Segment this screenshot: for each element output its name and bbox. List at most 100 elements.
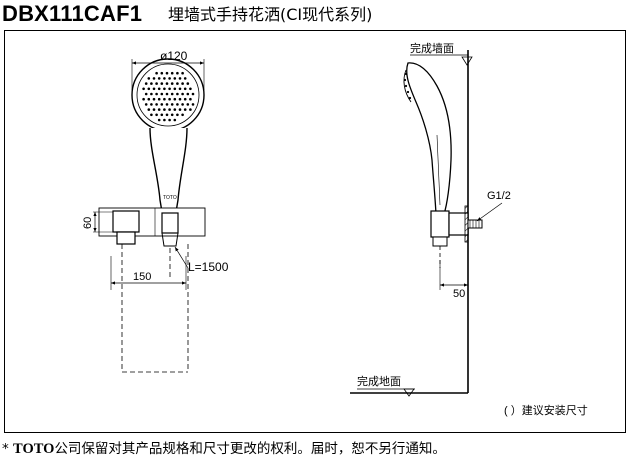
nozzle-dot bbox=[168, 97, 171, 101]
nozzle-dot bbox=[152, 108, 156, 111]
nozzle-dot bbox=[155, 82, 158, 85]
nozzle-dot bbox=[168, 108, 171, 111]
nozzle-dot bbox=[142, 97, 145, 101]
nozzle-dot bbox=[178, 77, 182, 80]
brand-mark: TOTO bbox=[163, 195, 177, 201]
finished-floor-marker-icon bbox=[403, 388, 415, 397]
nozzle-dot bbox=[165, 103, 169, 106]
nozzle-dot bbox=[178, 97, 182, 101]
nozzle-dot bbox=[176, 82, 179, 85]
nozzle-dot bbox=[147, 77, 151, 80]
nozzle-dot bbox=[147, 97, 151, 101]
nozzle-dot bbox=[152, 97, 156, 101]
installation-note: ( ）建议安装尺寸 bbox=[504, 403, 588, 417]
nozzle-dot bbox=[170, 82, 174, 85]
holder-block bbox=[112, 210, 140, 233]
nozzle-dot bbox=[152, 87, 156, 91]
nozzle-dot bbox=[150, 113, 153, 117]
front-view: ø120 TOTO 60 150 L=1500 bbox=[82, 49, 229, 373]
nozzle-dot bbox=[189, 87, 192, 91]
thread-label: G1/2 bbox=[487, 190, 511, 202]
nozzle-dot bbox=[181, 113, 184, 117]
head-diameter-label: ø120 bbox=[160, 49, 188, 63]
nozzle-dot bbox=[160, 71, 164, 75]
nozzle-dot bbox=[178, 108, 182, 111]
shower-head-icon bbox=[131, 58, 205, 132]
finished-wall-marker-icon bbox=[461, 56, 473, 66]
nozzle-dot bbox=[181, 82, 184, 85]
nozzle-dot bbox=[160, 82, 164, 85]
nozzle-dot bbox=[144, 92, 148, 96]
handset-face-curve bbox=[403, 69, 412, 103]
nozzle-dot bbox=[155, 113, 158, 117]
nozzle-dot bbox=[150, 103, 153, 106]
footer-brand: TOTO bbox=[13, 441, 55, 457]
nozzle-dot bbox=[191, 103, 195, 106]
nozzle-dot bbox=[173, 77, 177, 80]
nozzle-dot bbox=[165, 92, 169, 96]
hose-length-label: L=1500 bbox=[188, 260, 229, 274]
nozzle-dot bbox=[178, 87, 182, 91]
nozzle-dot bbox=[160, 92, 164, 96]
model-code: DBX111CAF1 bbox=[2, 1, 143, 26]
nozzle-dot bbox=[168, 77, 171, 80]
nozzle-dot bbox=[163, 77, 166, 80]
thread-leader-line bbox=[476, 202, 503, 222]
water-outlet-elbow bbox=[116, 231, 136, 245]
nozzle-dot bbox=[152, 77, 156, 80]
nozzle-dot bbox=[186, 103, 190, 106]
nozzle-dot bbox=[144, 103, 148, 106]
nozzle-dot bbox=[183, 97, 187, 101]
nozzle-dot bbox=[176, 113, 179, 117]
nozzle-dot bbox=[176, 103, 179, 106]
nozzle-dot bbox=[160, 103, 164, 106]
nozzle-dot bbox=[163, 97, 166, 101]
nozzle-dot bbox=[168, 87, 171, 91]
nozzle-dot bbox=[173, 118, 177, 122]
nozzle-dot bbox=[173, 97, 177, 101]
side-hose-connector bbox=[432, 236, 448, 247]
side-holder-block bbox=[430, 210, 450, 238]
nozzle-dot bbox=[157, 108, 161, 111]
nozzle-dot bbox=[163, 87, 166, 91]
nozzle-dot bbox=[183, 87, 187, 91]
nozzle-dot bbox=[155, 71, 158, 75]
footer-text: 公司保留对其产品规格和尺寸更改的权利。届时，恕不另行通知。 bbox=[54, 441, 446, 457]
nozzle-dot bbox=[170, 113, 174, 117]
nozzle-dot bbox=[157, 87, 161, 91]
nozzle-dot bbox=[155, 92, 158, 96]
nozzle-dot bbox=[170, 103, 174, 106]
handle-seat bbox=[161, 212, 179, 234]
side-view: 完成墙面 G1/2 50 完成地面 bbox=[350, 41, 511, 397]
handset-nozzle-row bbox=[403, 72, 412, 100]
nozzle-dot bbox=[191, 92, 195, 96]
footer-disclaimer: * TOTO公司保留对其产品规格和尺寸更改的权利。届时，恕不另行通知。 bbox=[2, 440, 446, 458]
nozzle-dot bbox=[147, 87, 151, 91]
product-name: 埋墙式手持花洒(CI现代系列) bbox=[168, 5, 373, 24]
nozzle-dot bbox=[150, 82, 153, 85]
nozzle-dot bbox=[147, 108, 151, 111]
nozzle-dot bbox=[181, 103, 184, 106]
nozzle-dot bbox=[170, 71, 174, 75]
nozzle-dot bbox=[165, 113, 169, 117]
nozzle-dot bbox=[189, 97, 192, 101]
handle-seat-bottom bbox=[161, 232, 179, 247]
handle-inner-line bbox=[436, 134, 441, 206]
g12-threaded-inlet bbox=[467, 219, 483, 229]
nozzle-dot bbox=[181, 71, 184, 75]
nozzle-dot bbox=[189, 108, 192, 111]
nozzle-dot bbox=[176, 92, 179, 96]
nozzle-dot bbox=[183, 77, 187, 80]
nozzle-dot bbox=[176, 71, 179, 75]
nozzle-dot bbox=[142, 87, 145, 91]
finished-wall-label: 完成墙面 bbox=[410, 41, 454, 55]
hose-leader-line bbox=[174, 246, 189, 269]
nozzle-dot bbox=[155, 103, 158, 106]
nozzle-dot bbox=[183, 108, 187, 111]
bracket-height-label: 60 bbox=[82, 217, 94, 229]
nozzle-dot bbox=[168, 118, 171, 122]
header: DBX111CAF1 埋墙式手持花洒(CI现代系列) bbox=[0, 0, 630, 28]
nozzle-dot bbox=[186, 82, 190, 85]
nozzle-dot bbox=[157, 97, 161, 101]
